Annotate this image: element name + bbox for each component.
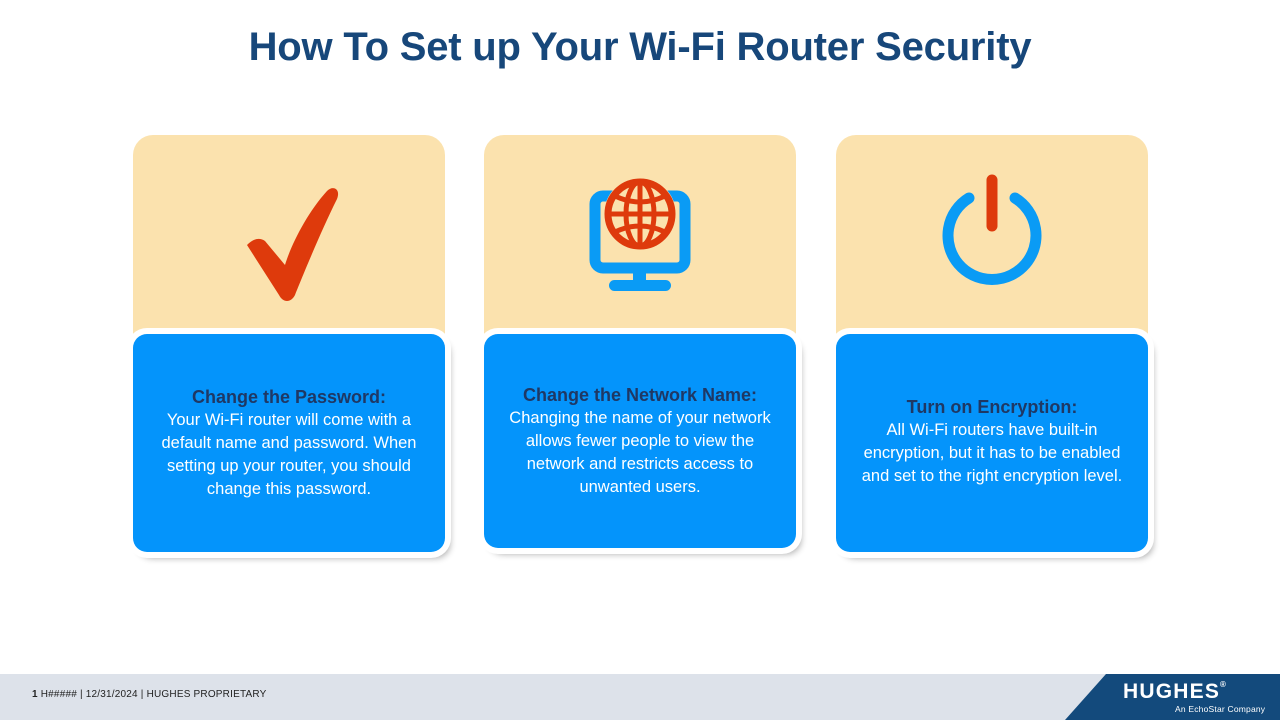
checkmark-icon: [133, 135, 445, 335]
card-body-text: Your Wi-Fi router will come with a defau…: [161, 411, 417, 498]
hughes-wordmark-text: HUGHES: [1123, 680, 1221, 703]
footer-date: 12/31/2024: [85, 689, 138, 700]
hughes-wordmark: HUGHES®: [1123, 680, 1226, 704]
power-button-icon: [836, 135, 1148, 335]
hughes-logo-panel: HUGHES® An EchoStar Company: [1065, 674, 1280, 720]
card-text-panel: Change the Password: Your Wi-Fi router w…: [133, 334, 445, 552]
info-card-turn-on-encryption: Turn on Encryption: All Wi-Fi routers ha…: [836, 135, 1148, 555]
hughes-tagline: An EchoStar Company: [1175, 704, 1266, 714]
footer-doc-id: H#####: [40, 689, 77, 700]
card-icon-panel: [133, 135, 445, 335]
card-heading: Change the Password:: [191, 387, 387, 407]
card-text-panel: Turn on Encryption: All Wi-Fi routers ha…: [836, 334, 1148, 552]
slide-footer: 1 H##### | 12/31/2024 | HUGHES PROPRIETA…: [0, 674, 1280, 720]
footer-classification: HUGHES PROPRIETARY: [146, 689, 267, 700]
card-body-text: All Wi-Fi routers have built-in encrypti…: [861, 421, 1123, 485]
info-card-change-password: Change the Password: Your Wi-Fi router w…: [133, 135, 445, 555]
card-group: Change the Password: Your Wi-Fi router w…: [133, 135, 1148, 555]
card-heading: Change the Network Name:: [522, 385, 758, 405]
footer-metadata: 1 H##### | 12/31/2024 | HUGHES PROPRIETA…: [32, 689, 267, 700]
registered-trademark-icon: ®: [1220, 680, 1226, 689]
card-heading: Turn on Encryption:: [906, 397, 1078, 417]
page-title: How To Set up Your Wi-Fi Router Security: [248, 25, 1032, 69]
card-icon-panel: [484, 135, 796, 335]
info-card-change-network-name: Change the Network Name: Changing the na…: [484, 135, 796, 555]
monitor-globe-icon: [484, 135, 796, 335]
footer-page-number: 1: [32, 689, 38, 700]
card-body-text: Changing the name of your network allows…: [509, 409, 771, 496]
card-icon-panel: [836, 135, 1148, 335]
card-text-panel: Change the Network Name: Changing the na…: [484, 334, 796, 548]
